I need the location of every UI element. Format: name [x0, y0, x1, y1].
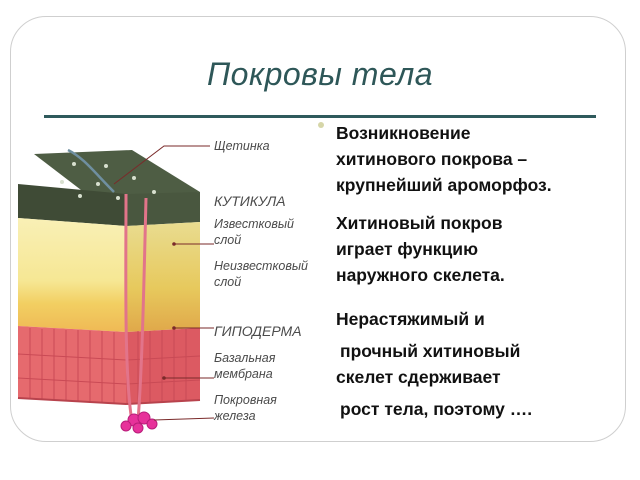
label-calcareous-2: слой	[214, 233, 241, 247]
p3-line-2: прочный хитиновый	[340, 341, 521, 361]
p3-line-1: Нерастяжимый и	[336, 309, 485, 329]
p3-line-4: рост тела, поэтому ….	[340, 399, 533, 419]
cuticle-dark-band	[18, 184, 126, 226]
p1-line-1: Возникновение	[336, 123, 471, 143]
p1-line-2: хитинового покрова –	[336, 149, 528, 169]
callout-dots	[162, 242, 176, 380]
integumentary-gland	[120, 411, 158, 434]
hypodermis-cells	[17, 328, 201, 403]
p2-line-3: наружного скелета.	[336, 265, 505, 285]
paragraph-1: Возникновение хитинового покрова – крупн…	[336, 120, 552, 198]
title-divider	[44, 115, 596, 118]
hypodermis-front	[18, 326, 126, 404]
calcareous-layer-front	[18, 218, 126, 332]
label-calcareous-1: Известковый	[214, 217, 294, 231]
p3-line-3: скелет сдерживает	[336, 367, 501, 387]
paragraph-2: Хитиновый покров играет функцию наружног…	[336, 210, 505, 288]
slide-title: Покровы тела	[206, 56, 434, 92]
surface-pores	[60, 162, 156, 200]
callout-lines	[113, 145, 215, 421]
label-cuticle: КУТИКУЛА	[214, 193, 286, 209]
label-noncalcareous-1: Неизвестковый	[214, 259, 308, 273]
label-hypodermis: ГИПОДЕРМА	[214, 323, 302, 339]
integument-diagram: Щетинка КУТИКУЛА Известковый слой Неизве…	[14, 122, 338, 440]
gland-duct-1	[124, 193, 134, 423]
cuticle-dark-band-side	[126, 192, 200, 226]
p2-line-2: играет функцию	[336, 239, 479, 259]
label-basal-2: мембрана	[214, 367, 273, 381]
paragraph-3: Нерастяжимый и прочный хитиновый скелет …	[336, 306, 532, 422]
bristle	[67, 148, 115, 193]
label-gland-2: железа	[213, 409, 256, 423]
gland-duct-2	[136, 197, 148, 421]
p2-line-1: Хитиновый покров	[336, 213, 503, 233]
bullet-dot	[318, 122, 324, 128]
label-basal-1: Базальная	[214, 351, 276, 365]
hypodermis-side	[126, 328, 200, 404]
label-bristle: Щетинка	[214, 139, 270, 153]
basal-membrane	[17, 397, 201, 406]
label-gland-1: Покровная	[214, 393, 277, 407]
p1-line-3: крупнейший ароморфоз.	[336, 175, 552, 195]
label-noncalcareous-2: слой	[214, 275, 241, 289]
calcareous-layer-side	[126, 222, 200, 332]
